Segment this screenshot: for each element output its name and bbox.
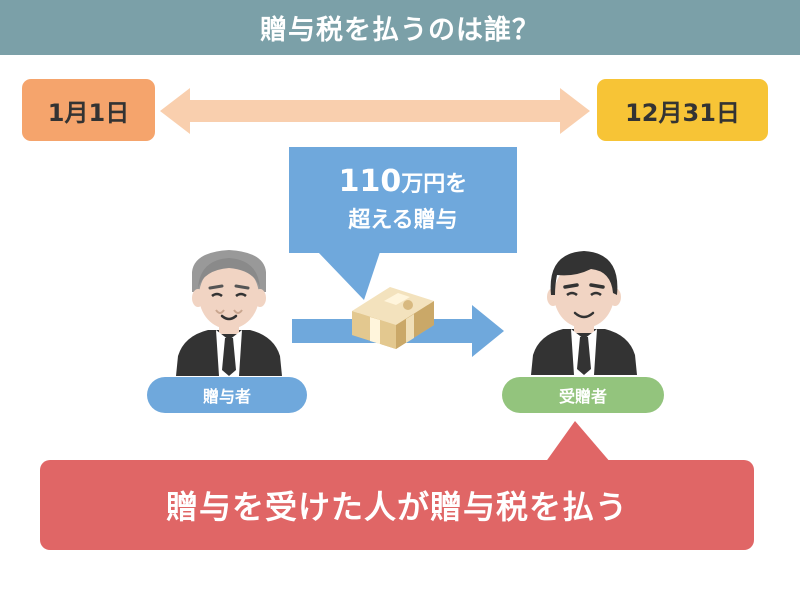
giver-label-pill: 贈与者 bbox=[147, 377, 307, 413]
start-date-badge: 1月1日 bbox=[22, 79, 155, 141]
callout-unit: 万円を bbox=[401, 171, 468, 197]
conclusion-text: 贈与を受けた人が贈与税を払う bbox=[165, 488, 628, 526]
callout-line-1: 110万円を bbox=[339, 163, 468, 204]
callout-amount: 110 bbox=[338, 163, 402, 199]
receiver-label-pill: 受贈者 bbox=[502, 377, 664, 413]
callout-tail bbox=[318, 252, 380, 300]
receiver-label: 受贈者 bbox=[558, 387, 607, 406]
end-date-label: 12月31日 bbox=[625, 98, 740, 127]
end-date-badge: 12月31日 bbox=[597, 79, 768, 141]
conclusion-banner: 贈与を受けた人が贈与税を払う bbox=[40, 460, 754, 550]
banknote-bundle-icon bbox=[352, 287, 434, 349]
callout-line-2: 超える贈与 bbox=[348, 207, 458, 233]
elderly-man-icon bbox=[176, 250, 282, 376]
period-double-arrow bbox=[160, 88, 590, 134]
start-date-label: 1月1日 bbox=[47, 98, 130, 127]
man-icon bbox=[531, 251, 637, 375]
conclusion-tail bbox=[545, 421, 611, 463]
gift-amount-callout: 110万円を 超える贈与 bbox=[289, 147, 517, 253]
title-bar: 贈与税を払うのは誰？ bbox=[0, 0, 800, 55]
giver-label: 贈与者 bbox=[202, 387, 251, 406]
page-title: 贈与税を払うのは誰？ bbox=[260, 15, 540, 46]
